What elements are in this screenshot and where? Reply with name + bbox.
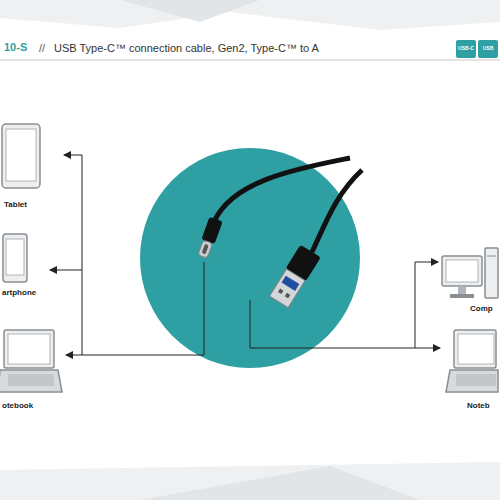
title: USB Type-C™ connection cable, Gen2, Type… bbox=[54, 42, 319, 54]
usb-a-connector bbox=[269, 245, 321, 309]
badge-text: USB bbox=[478, 46, 498, 52]
computer-icon bbox=[442, 248, 498, 298]
device-name: artphone bbox=[1, 287, 37, 298]
badge bbox=[456, 40, 476, 58]
device-label: artphone bbox=[1, 287, 37, 298]
bg-shape bbox=[0, 0, 500, 30]
leader-line bbox=[415, 262, 416, 348]
device-name: otebook bbox=[1, 400, 34, 411]
bg-shape bbox=[0, 462, 500, 500]
leader-arrow bbox=[250, 300, 440, 348]
smartphone-icon bbox=[3, 234, 27, 282]
tablet-icon bbox=[2, 124, 40, 188]
badge bbox=[478, 40, 498, 58]
bg-shape bbox=[140, 466, 420, 500]
leader-arrow bbox=[64, 155, 82, 156]
device-label: otebook bbox=[1, 400, 34, 411]
cable bbox=[312, 170, 362, 252]
device-name: Comp bbox=[469, 303, 494, 314]
leader-arrow bbox=[50, 270, 82, 271]
badge-text: USB-C bbox=[456, 46, 476, 52]
usb-c-connector bbox=[196, 217, 223, 259]
bg-shape bbox=[120, 0, 260, 22]
leader-line bbox=[82, 155, 83, 355]
separator: // bbox=[39, 42, 45, 54]
device-name: Tablet bbox=[3, 199, 28, 210]
leader-arrow bbox=[415, 262, 438, 263]
model-number: 10-S bbox=[4, 41, 27, 53]
device-label: Comp bbox=[469, 303, 494, 314]
title-rule bbox=[0, 60, 500, 61]
device-label: Tablet bbox=[3, 199, 28, 210]
device-label: Noteb bbox=[466, 400, 491, 411]
leader-arrow bbox=[66, 262, 204, 355]
device-name: Noteb bbox=[466, 400, 491, 411]
notebook-icon bbox=[0, 330, 62, 392]
notebook-icon bbox=[446, 330, 498, 392]
